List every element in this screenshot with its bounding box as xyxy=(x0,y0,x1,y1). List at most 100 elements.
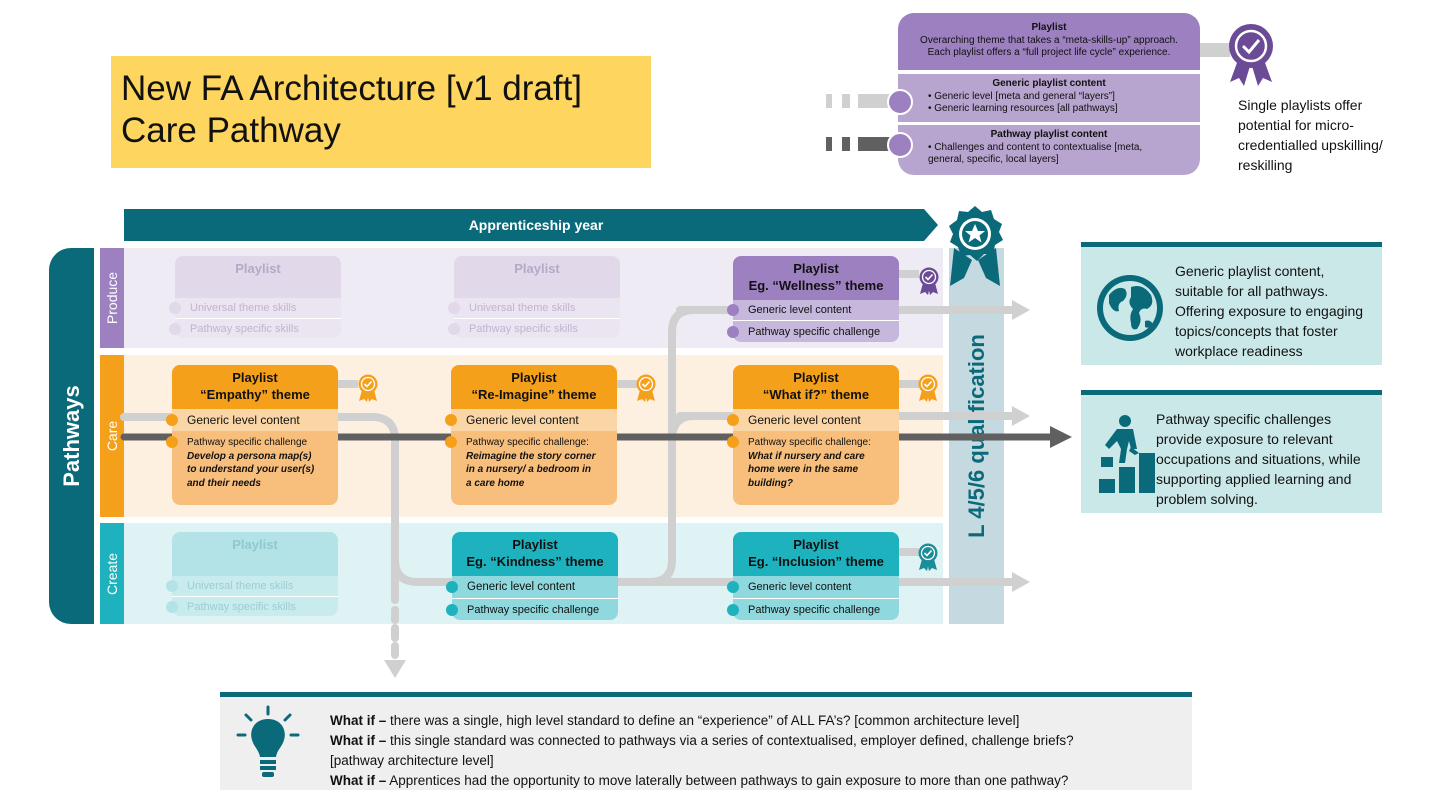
band-label-produce: Produce xyxy=(100,248,124,348)
info1-line-4: topics/concepts that foster xyxy=(1175,323,1338,339)
challenge-line-1: What if nursery and care xyxy=(748,450,865,462)
info2-line-4: supporting applied learning and xyxy=(1156,471,1352,487)
card-row-2-text: Pathway specific skills xyxy=(469,323,578,335)
dot xyxy=(169,302,181,314)
card-title: Playlist xyxy=(511,370,557,385)
care-card-3[interactable]: Playlist “What if?” theme Generic level … xyxy=(727,365,899,505)
create-card-3[interactable]: Playlist Eg. “Inclusion” theme Generic l… xyxy=(727,532,899,620)
challenge-line-2: home were in the same xyxy=(748,464,859,475)
legend-line-badge xyxy=(1200,43,1230,57)
card-head: Playlist Eg. “Wellness” theme xyxy=(733,256,899,300)
card-row-1: Generic level content xyxy=(727,576,899,598)
card-row-1: Generic level content xyxy=(166,409,338,431)
produce-card-1[interactable]: Playlist Universal theme skills Pathway … xyxy=(169,256,341,338)
card-subtitle: Eg. “Kindness” theme xyxy=(466,554,604,569)
legend-note-2: potential for micro- xyxy=(1238,117,1354,133)
care-card-1[interactable]: Playlist “Empathy” theme Generic level c… xyxy=(166,365,338,505)
card-row-1: Universal theme skills xyxy=(448,298,620,318)
card-row-2-text: Pathway specific skills xyxy=(187,601,296,613)
legend-playlist-desc1: Overarching theme that takes a “meta-ski… xyxy=(920,34,1178,46)
card-title: Playlist xyxy=(454,256,620,298)
lightbulb-icon xyxy=(236,705,300,777)
info2-line-2: provide exposure to relevant xyxy=(1156,431,1333,447)
what-if-line-1: What if – there was a single, high level… xyxy=(330,711,1192,731)
dot xyxy=(727,581,739,593)
card-row-2: Pathway specific challenge xyxy=(446,598,618,620)
mini-badge-icon xyxy=(358,374,378,402)
card-row-1: Generic level content xyxy=(727,409,899,431)
challenge-line-1: Develop a persona map(s) xyxy=(187,450,312,462)
create-card-2[interactable]: Playlist Eg. “Kindness” theme Generic le… xyxy=(446,532,618,620)
dot xyxy=(445,436,457,448)
legend-pathway-item1: • Challenges and content to contextualis… xyxy=(928,141,1143,153)
badge-connector xyxy=(899,380,919,388)
card-row-2: Pathway specific skills xyxy=(166,596,338,616)
card-subtitle: “Re-Imagine” theme xyxy=(471,387,597,402)
card-row-1-text: Universal theme skills xyxy=(469,302,576,314)
legend-playlist-desc2: Each playlist offers a “full project lif… xyxy=(927,47,1171,58)
card-row-2: Pathway specific skills xyxy=(169,318,341,338)
card-subtitle: Eg. “Inclusion” theme xyxy=(748,554,884,569)
badge-connector xyxy=(617,380,637,388)
mini-badge-icon xyxy=(919,267,939,295)
card-row-2-text: Pathway specific challenge: xyxy=(748,437,871,448)
info-box-generic: Generic playlist content, suitable for a… xyxy=(1081,242,1382,365)
card-head: Playlist “Re-Imagine” theme xyxy=(451,365,617,409)
card-subtitle: Eg. “Wellness” theme xyxy=(748,278,884,293)
card-row-2-text: Pathway specific skills xyxy=(190,323,299,335)
legend-note-3: credentialled upskilling/ xyxy=(1238,137,1383,153)
challenge-line-2: in a nursery/ a bedroom in xyxy=(466,464,592,475)
apprenticeship-year-label: Apprenticeship year xyxy=(468,217,604,233)
legend-generic-title: Generic playlist content xyxy=(992,78,1106,89)
title-box: New FA Architecture [v1 draft] Care Path… xyxy=(111,56,651,168)
card-row-1-text: Universal theme skills xyxy=(190,302,297,314)
legend-generic: Generic playlist content • Generic level… xyxy=(898,74,1200,122)
legend-pathway-title: Pathway playlist content xyxy=(990,129,1108,140)
dot xyxy=(727,304,739,316)
card-row-2: Pathway specific challenge xyxy=(727,320,899,342)
info2-line-5: problem solving. xyxy=(1156,491,1258,507)
dot xyxy=(727,436,739,448)
legend-playlist-title: Playlist xyxy=(1031,22,1067,33)
dot xyxy=(727,604,739,616)
card-title: Playlist xyxy=(793,537,839,552)
card-row-1: Generic level content xyxy=(445,409,617,431)
card-subtitle: “What if?” theme xyxy=(762,387,870,402)
legend-pathway: Pathway playlist content • Challenges an… xyxy=(898,125,1200,175)
card-subtitle: “Empathy” theme xyxy=(200,387,310,402)
card-head: Playlist Eg. “Kindness” theme xyxy=(452,532,618,576)
what-if-label: What if – xyxy=(330,733,387,748)
dot xyxy=(445,414,457,426)
what-if-text: this single standard was connected to pa… xyxy=(386,733,1074,748)
title-line-1: New FA Architecture [v1 draft] xyxy=(121,69,583,108)
produce-card-2[interactable]: Playlist Universal theme skills Pathway … xyxy=(448,256,620,338)
card-title: Playlist xyxy=(793,370,839,385)
band-label-care: Care xyxy=(100,355,124,517)
create-card-1[interactable]: Playlist Universal theme skills Pathway … xyxy=(166,532,338,616)
card-row-2: Pathway specific challenge: Reimagine th… xyxy=(445,431,617,490)
legend-dash xyxy=(842,137,850,151)
info1-line-1: Generic playlist content, xyxy=(1175,263,1325,279)
badge-connector xyxy=(338,380,358,388)
card-row-2: Pathway specific challenge: What if nurs… xyxy=(727,431,899,490)
card-row-1-text: Universal theme skills xyxy=(187,580,294,592)
dot xyxy=(446,604,458,616)
care-card-2[interactable]: Playlist “Re-Imagine” theme Generic leve… xyxy=(445,365,617,505)
info2-line-1: Pathway specific challenges xyxy=(1156,411,1332,427)
what-if-line-2b: [pathway architecture level] xyxy=(330,753,494,768)
produce-card-3[interactable]: Playlist Eg. “Wellness” theme Generic le… xyxy=(727,256,899,342)
card-row-2-text: Pathway specific challenge xyxy=(467,604,600,616)
dot xyxy=(166,601,178,613)
globe-icon xyxy=(1097,275,1163,341)
card-row-1: Generic level content xyxy=(727,300,899,320)
legend-dot xyxy=(887,89,913,115)
legend-dash xyxy=(842,94,850,108)
dot xyxy=(446,581,458,593)
dot xyxy=(166,436,178,448)
mini-badge-icon xyxy=(918,374,938,402)
challenge-line-1: Reimagine the story corner xyxy=(466,450,596,462)
what-if-text: Apprentices had the opportunity to move … xyxy=(386,773,1069,788)
card-title: Playlist xyxy=(172,532,338,576)
card-row-1-text: Generic level content xyxy=(748,581,852,593)
dot xyxy=(727,326,739,338)
